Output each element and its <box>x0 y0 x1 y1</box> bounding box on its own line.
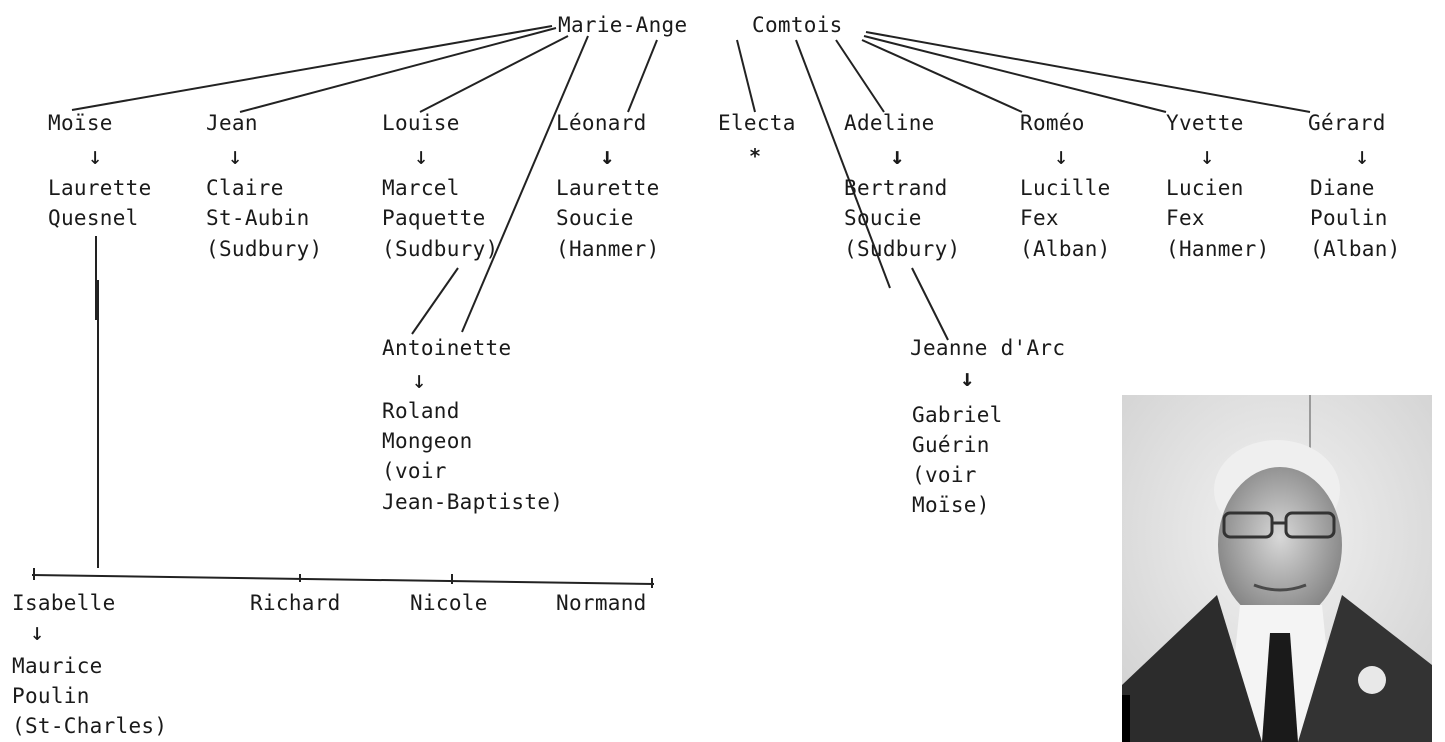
spouse-line: (voir <box>912 463 977 487</box>
down-arrow-icon: ↓ <box>30 618 45 646</box>
line-root-moise <box>71 25 553 111</box>
down-arrow-icon: ↓ <box>228 142 243 170</box>
line-root-yvette <box>863 35 1167 113</box>
down-arrow-icon: ↓ <box>890 142 905 170</box>
line-bertrand-jeanne <box>911 267 949 341</box>
spouse-line: Fex <box>1166 206 1205 230</box>
spouse-line: St-Aubin <box>206 206 310 230</box>
spouse-line: Bertrand <box>844 176 948 200</box>
child-name: Roméo <box>1020 111 1085 135</box>
spouse-line: Soucie <box>844 206 922 230</box>
line-marcel-antoinette <box>411 267 459 335</box>
spouse-line: (St-Charles) <box>12 714 168 738</box>
child-name: Jean <box>206 111 258 135</box>
down-arrow-icon: ↓ <box>1355 142 1370 170</box>
spouse-line: (Hanmer) <box>1166 237 1270 261</box>
spouse-line: Quesnel <box>48 206 139 230</box>
down-arrow-icon: ↓ <box>88 142 103 170</box>
spouse-line: (voir <box>382 459 447 483</box>
spouse-line: Laurette <box>48 176 152 200</box>
spouse-line: Soucie <box>556 206 634 230</box>
spouse-line: Poulin <box>12 684 90 708</box>
down-arrow-icon: ↓ <box>414 142 429 170</box>
line-root-leonard <box>627 39 658 113</box>
asterisk-mark: * <box>749 144 762 168</box>
spouse-line: Poulin <box>1310 206 1388 230</box>
spouse-line: (Alban) <box>1020 237 1111 261</box>
grandchild-name: Isabelle <box>12 591 116 615</box>
down-arrow-icon: ↓ <box>1200 142 1215 170</box>
spouse-line: Fex <box>1020 206 1059 230</box>
down-arrow-icon: ↓ <box>1054 142 1069 170</box>
spouse-line: (Sudbury) <box>844 237 961 261</box>
child-name: Electa <box>718 111 796 135</box>
child-name: Yvette <box>1166 111 1244 135</box>
spouse-line: Paquette <box>382 206 486 230</box>
line-moise-siblings <box>31 574 655 585</box>
spouse-line: Gabriel <box>912 403 1003 427</box>
down-arrow-icon: ↓ <box>412 366 427 394</box>
spouse-line: Maurice <box>12 654 103 678</box>
child-name: Gérard <box>1308 111 1386 135</box>
root-last-name: Comtois <box>752 13 843 37</box>
line-root-adeline <box>835 39 885 113</box>
down-arrow-icon: ↓ <box>600 142 615 170</box>
grandchild-name: Antoinette <box>382 336 512 360</box>
spouse-line: Lucien <box>1166 176 1244 200</box>
line-root-adeline-jeanne <box>795 39 891 289</box>
spouse-line: (Sudbury) <box>206 237 323 261</box>
grandchild-name: Jeanne d'Arc <box>910 336 1066 360</box>
spouse-line: Roland <box>382 399 460 423</box>
spouse-line: Marcel <box>382 176 460 200</box>
line-root-jean <box>239 27 557 113</box>
root-first-name: Marie-Ange <box>558 13 688 37</box>
child-name: Moïse <box>48 111 113 135</box>
line-root-electa <box>736 39 756 113</box>
spouse-line: Moïse) <box>912 493 990 517</box>
spouse-line: Mongeon <box>382 429 473 453</box>
down-arrow-icon: ↓ <box>960 364 975 392</box>
child-name: Adeline <box>844 111 935 135</box>
line-root-romeo <box>861 39 1023 113</box>
portrait-photo <box>1122 395 1432 742</box>
grandchild-name: Nicole <box>410 591 488 615</box>
grandchild-name: Richard <box>250 591 341 615</box>
spouse-line: Claire <box>206 176 284 200</box>
child-name: Léonard <box>556 111 647 135</box>
spouse-line: Guérin <box>912 433 990 457</box>
spouse-line: (Hanmer) <box>556 237 660 261</box>
line-root-louise <box>419 35 569 113</box>
line-root-gerard <box>865 31 1311 113</box>
spouse-line: Jean-Baptiste) <box>382 490 564 514</box>
child-name: Louise <box>382 111 460 135</box>
grandchild-name: Normand <box>556 591 647 615</box>
spouse-line: Lucille <box>1020 176 1111 200</box>
spouse-line: (Sudbury) <box>382 237 499 261</box>
line-root-louise-antoinette <box>461 35 589 333</box>
spouse-line: Laurette <box>556 176 660 200</box>
spouse-line: Diane <box>1310 176 1375 200</box>
spouse-line: (Alban) <box>1310 237 1401 261</box>
